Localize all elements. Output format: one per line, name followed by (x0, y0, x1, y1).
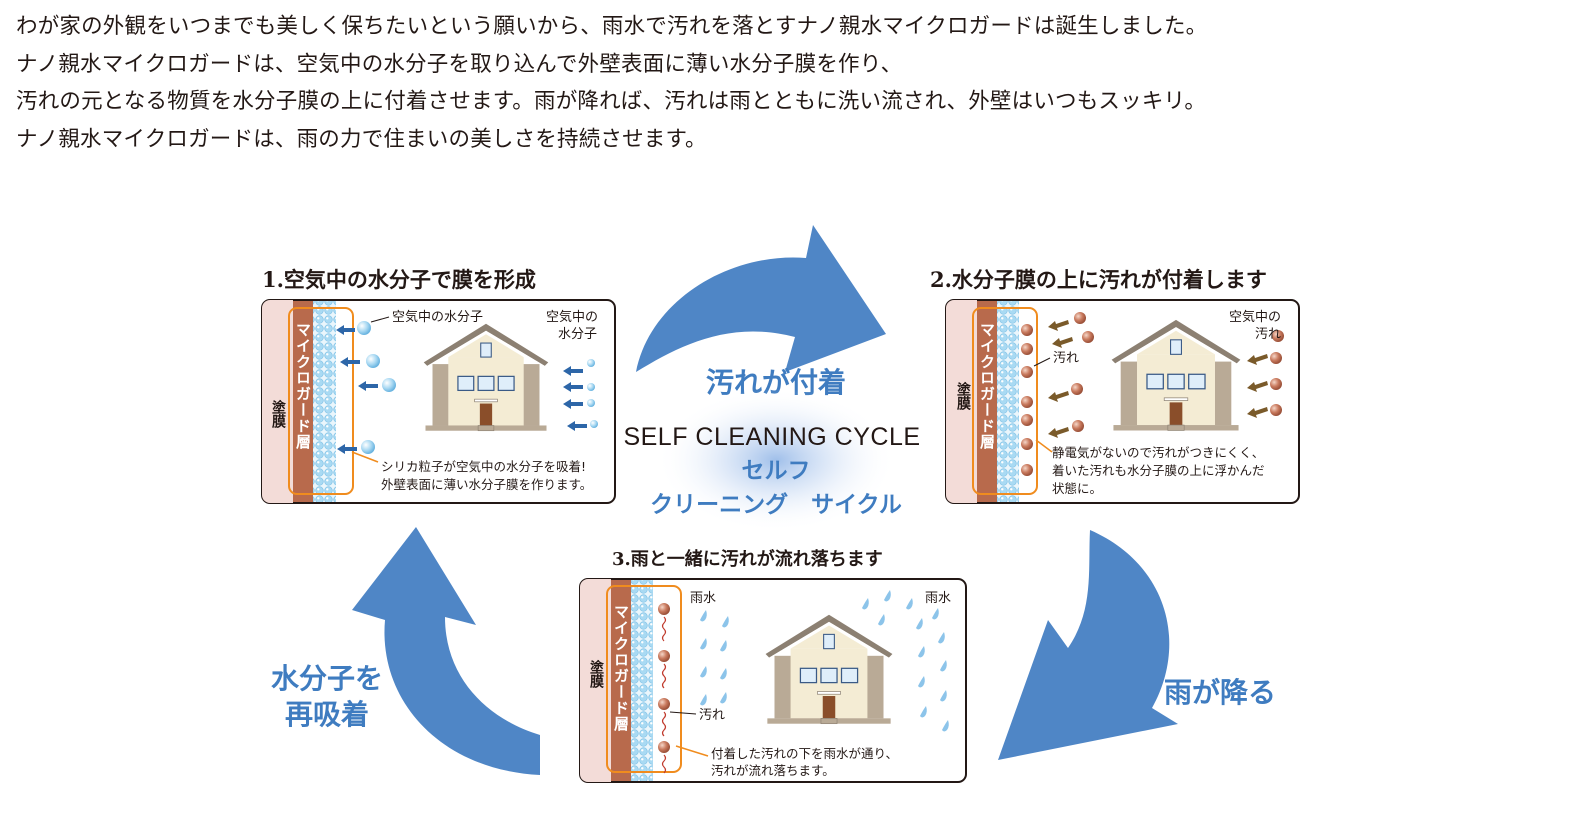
panel-2-dirt-in-air (1071, 312, 1284, 432)
panel-2-bead-film (997, 301, 1019, 502)
panel-2-desc-2: 着いた汚れも水分子膜の上に浮かんだ (1052, 463, 1265, 478)
panel-2-desc-3: 状態に。 (1052, 481, 1102, 496)
panel-1-absorb-arrows (336, 325, 587, 454)
panel-1-title: 1.空気中の水分子で膜を形成 (262, 267, 536, 292)
panel-2-desc-1: 静電気がないので汚れがつきにくく、 (1052, 445, 1264, 460)
panel-1-layer-label: マイクロガード層 (294, 322, 312, 450)
panel-3-callout-rain-2: 雨水 (925, 591, 951, 606)
panel-3-coat (580, 579, 611, 782)
panel-2-layer-frame (972, 307, 1038, 495)
panel-1-microguard-layer (293, 301, 313, 502)
panel-2-callout-1: 汚れ (1053, 351, 1079, 366)
panel-3-desc-pointer (675, 745, 709, 757)
center-glow (656, 388, 896, 532)
panel-3-coat-label: 塗膜 (588, 659, 604, 689)
panel-1-desc-2: 外壁表面に薄い水分子膜を作ります。 (381, 477, 592, 492)
panel-2-desc-pointer (1035, 439, 1053, 453)
panel-3-bead-film (631, 580, 653, 781)
panel-3-callout-rain-1: 雨水 (690, 591, 716, 606)
panel-2-callout-2a: 空気中の (1229, 309, 1281, 325)
panel-3-wavy-down-arrows (661, 616, 667, 774)
panel-3: 3.雨と一緒に汚れが流れ落ちます 塗膜 マイクロガード層 (579, 548, 967, 783)
panel-2-coat-label: 塗膜 (955, 381, 971, 411)
cycle-arrow-top (636, 225, 886, 372)
panel-3-dirt-flowing (658, 603, 670, 753)
panel-3-title: 3.雨と一緒に汚れが流れ落ちます (612, 548, 883, 570)
panel-2-microguard-layer (977, 301, 997, 502)
panel-1: 1.空気中の水分子で膜を形成 塗膜 マイクロガード層 (261, 267, 616, 504)
center-title-jp-2: クリーニング サイクル (650, 491, 902, 518)
center-title-jp-1: セルフ (742, 457, 811, 484)
panel-2-dirt-on-film (1021, 324, 1033, 476)
center-title-en: SELF CLEANING CYCLE (623, 423, 920, 451)
panel-1-callout-2a: 空気中の (546, 309, 598, 325)
panel-1-desc-pointer (351, 451, 379, 463)
intro-line-4: ナノ親水マイクロガードは、雨の力で住まいの美しさを持続させます。 (16, 126, 707, 152)
panel-1-callout-1: 空気中の水分子 (392, 309, 483, 325)
panel-1-coat-label: 塗膜 (270, 399, 286, 429)
panel-3-raindrops (700, 590, 949, 732)
panel-2-callout-line (1033, 357, 1051, 367)
intro-line-1: わが家の外観をいつまでも美しく保ちたいという願いから、雨水で汚れを落とすナノ親水… (16, 14, 1208, 39)
panel-2-callout-2b: 汚れ (1255, 327, 1281, 342)
intro-line-3: 汚れの元となる物質を水分子膜の上に付着させます。雨が降れば、汚れは雨とともに洗い… (16, 89, 1207, 114)
panel-3-layer-frame (606, 585, 682, 773)
panel-1-layer-frame (288, 307, 354, 495)
arrow-label-right: 雨が降る (1164, 676, 1276, 709)
panel-2-dirt-arrows (1048, 320, 1268, 438)
cycle-arrow-left (352, 527, 540, 775)
panel-2: 2.水分子膜の上に汚れが付着します 塗膜 マイクロガード層 (930, 267, 1300, 504)
panel-1-coat (262, 300, 293, 503)
panel-2-layer-label: マイクロガード層 (978, 322, 996, 450)
arrow-label-left-2: 再吸着 (285, 698, 369, 731)
panel-3-layer-label: マイクロガード層 (612, 604, 630, 732)
intro-line-2: ナノ親水マイクロガードは、空気中の水分子を取り込んで外壁表面に薄い水分子膜を作り… (16, 51, 903, 77)
panel-3-microguard-layer (611, 580, 631, 781)
panel-1-bead-film (313, 301, 336, 502)
arrow-label-left-1: 水分子を (271, 662, 383, 695)
panel-3-callout-line (669, 711, 697, 715)
panel-1-callout-line (370, 316, 390, 323)
intro-text: わが家の外観をいつまでも美しく保ちたいという願いから、雨水で汚れを落とすナノ親水… (16, 8, 1576, 158)
panel-2-coat (946, 300, 977, 503)
panel-3-desc-2: 汚れが流れ落ちます。 (711, 763, 835, 778)
panel-2-title: 2.水分子膜の上に汚れが付着します (930, 267, 1267, 292)
panel-1-callout-2b: 水分子 (558, 327, 597, 342)
cycle-arrow-right (998, 530, 1178, 760)
panel-1-water-molecules (357, 321, 598, 454)
panel-1-desc-1: シリカ粒子が空気中の水分子を吸着! (381, 459, 586, 474)
panel-3-desc-1: 付着した汚れの下を雨水が通り、 (711, 746, 898, 761)
panel-3-callout-dirt: 汚れ (699, 708, 725, 723)
